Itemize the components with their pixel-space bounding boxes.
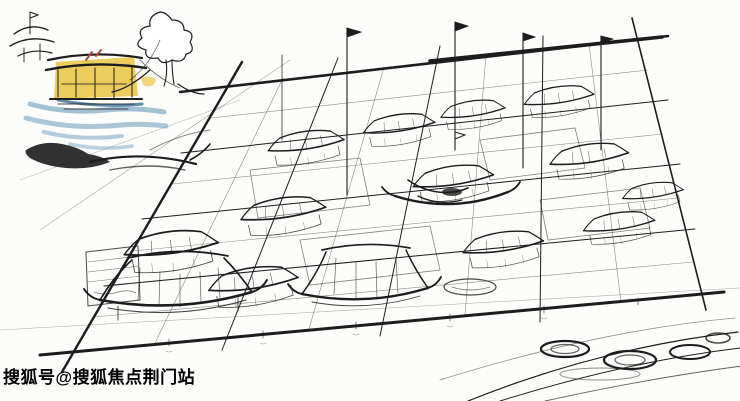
site-plan-grid bbox=[38, 17, 726, 374]
vignette-ink-blob bbox=[25, 129, 211, 171]
pond bbox=[443, 278, 497, 296]
foliage-scribbles bbox=[539, 332, 731, 381]
vignette-pagoda bbox=[9, 11, 55, 63]
vignette-pavilion bbox=[44, 53, 148, 110]
path-sweep-lines bbox=[467, 331, 740, 401]
pavilion-yellow-wash bbox=[54, 57, 138, 99]
pavilion-yellow-blob bbox=[140, 76, 156, 87]
flag-poles bbox=[281, 21, 615, 196]
elevation-detail-box bbox=[85, 245, 141, 307]
water-wash bbox=[23, 101, 169, 150]
pavilion-roof-center bbox=[287, 243, 442, 307]
vignette-tree bbox=[111, 11, 205, 95]
water-wash-dark bbox=[56, 98, 144, 107]
red-accent bbox=[85, 49, 102, 61]
watermark: 搜狐号@搜狐焦点荆门站 bbox=[3, 368, 196, 387]
vignette bbox=[9, 11, 211, 171]
central-pavilion-cluster bbox=[381, 131, 521, 206]
